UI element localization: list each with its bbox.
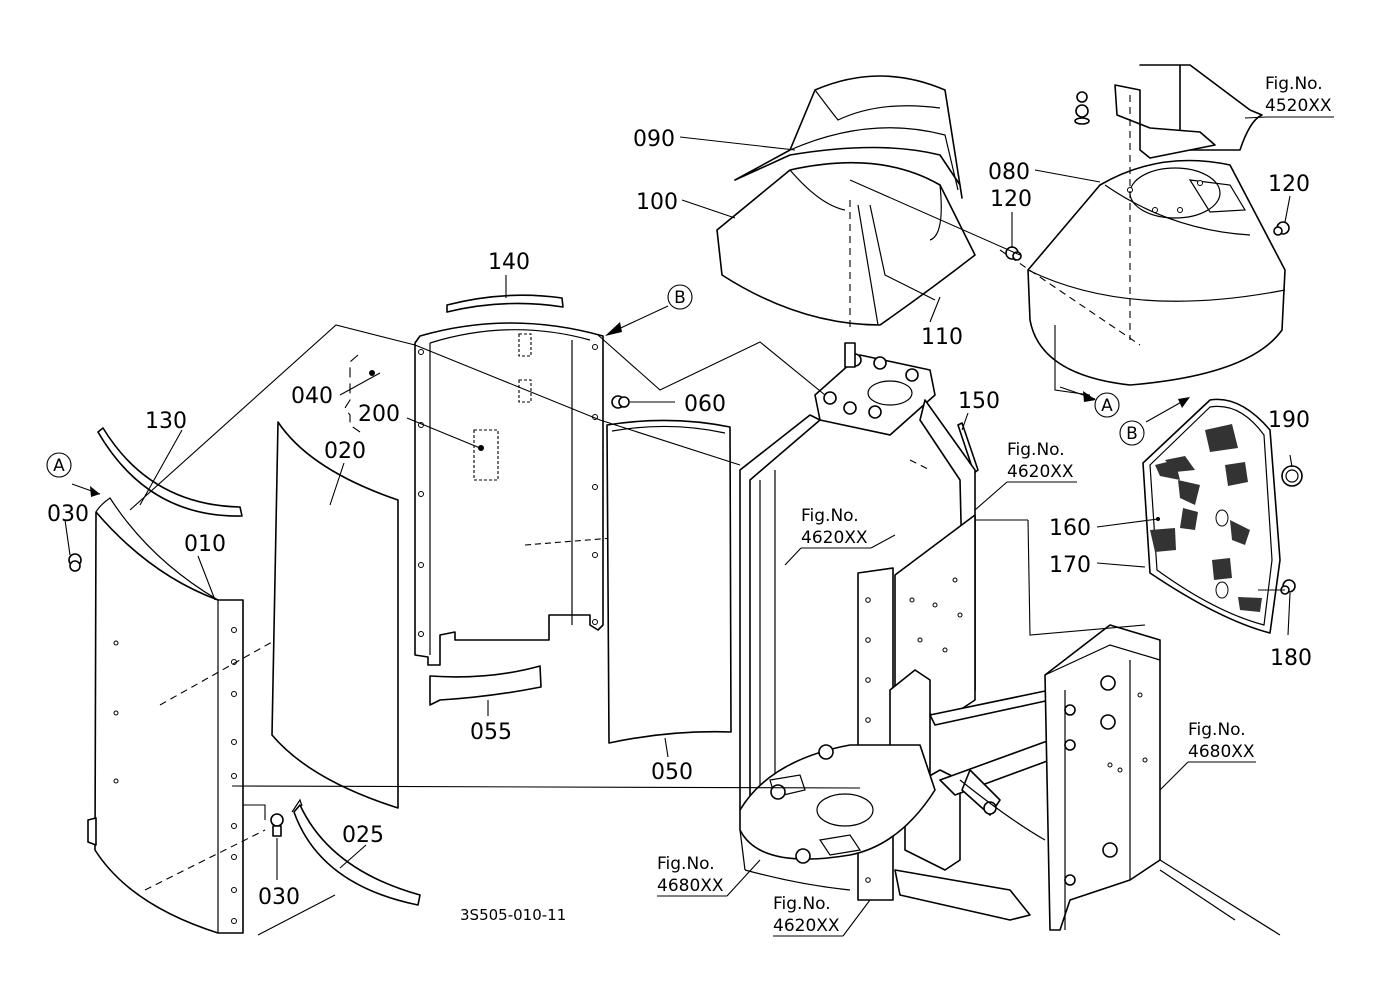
svg-text:B: B [1126, 424, 1138, 444]
part-label-010: 010 [184, 532, 226, 557]
part-label-160: 160 [1049, 516, 1091, 541]
fig-ref-4680-right[interactable]: Fig.No. 4680XX [1188, 720, 1255, 762]
cover-170 [1142, 398, 1281, 634]
strip-140 [446, 294, 564, 313]
fig-ref-4620-mid[interactable]: Fig.No. 4620XX [801, 506, 868, 548]
hood-090 [734, 75, 963, 199]
part-150 [957, 422, 979, 474]
drawing-code: 3S505-010-11 [460, 906, 566, 924]
hood-080 [999, 95, 1286, 386]
part-label-100: 100 [636, 190, 678, 215]
svg-text:Fig.No.: Fig.No. [657, 854, 715, 874]
svg-text:4620XX: 4620XX [801, 528, 868, 548]
svg-text:A: A [53, 456, 65, 476]
svg-text:A: A [1101, 396, 1113, 416]
part-label-055: 055 [470, 720, 512, 745]
fig-ref-4620-top[interactable]: Fig.No. 4620XX [1007, 440, 1074, 482]
part-label-190: 190 [1268, 408, 1310, 433]
part-label-120-right: 120 [1268, 172, 1310, 197]
grommet-190 [1281, 465, 1303, 487]
part-label-080: 080 [988, 160, 1030, 185]
part-label-030-left: 030 [47, 502, 89, 527]
view-marker-a-left: A [46, 452, 72, 478]
fig-ref-4680-bottom[interactable]: Fig.No. 4680XX [657, 854, 724, 896]
strip-055 [429, 665, 542, 706]
screw-030-bottom [270, 813, 284, 837]
svg-text:4620XX: 4620XX [773, 916, 840, 936]
screw-180 [1280, 579, 1296, 595]
cover-010 [87, 497, 321, 934]
center-frame [739, 342, 1051, 921]
svg-text:4680XX: 4680XX [657, 876, 724, 896]
svg-text:Fig.No.: Fig.No. [1265, 74, 1323, 94]
fig-ref-4520[interactable]: Fig.No. 4520XX [1265, 74, 1332, 116]
part-label-180: 180 [1270, 646, 1312, 671]
strip-025 [291, 798, 421, 906]
part-label-110: 110 [921, 325, 963, 350]
part-label-030-bottom: 030 [258, 885, 300, 910]
svg-text:4680XX: 4680XX [1188, 742, 1255, 762]
panel-050 [606, 419, 732, 744]
part-label-170: 170 [1049, 553, 1091, 578]
view-marker-b-top: B [667, 284, 693, 310]
svg-text:Fig.No.: Fig.No. [801, 506, 859, 526]
part-label-040: 040 [291, 384, 333, 409]
sheet-020 [271, 421, 399, 809]
view-marker-b-right: B [1119, 420, 1145, 446]
stand-4680 [1044, 624, 1281, 936]
part-label-090: 090 [633, 127, 675, 152]
fig-ref-4620-bottom[interactable]: Fig.No. 4620XX [773, 894, 840, 936]
part-label-120-left: 120 [990, 187, 1032, 212]
part-label-020: 020 [324, 439, 366, 464]
leader-lines [64, 116, 1334, 937]
strip-130 [97, 427, 243, 517]
part-label-130: 130 [145, 409, 187, 434]
hood-100 [716, 161, 976, 330]
part-label-140: 140 [488, 250, 530, 275]
svg-text:4620XX: 4620XX [1007, 462, 1074, 482]
pillar-4520 [1074, 64, 1263, 159]
part-label-200: 200 [358, 402, 400, 427]
part-label-050: 050 [651, 760, 693, 785]
part-label-150: 150 [958, 389, 1000, 414]
screw-060 [611, 395, 630, 409]
svg-text:Fig.No.: Fig.No. [1007, 440, 1065, 460]
part-label-060: 060 [684, 392, 726, 417]
screw-030-left [68, 553, 82, 572]
part-label-025: 025 [342, 823, 384, 848]
svg-text:B: B [674, 288, 686, 308]
svg-text:Fig.No.: Fig.No. [1188, 720, 1246, 740]
screw-120-left [1005, 246, 1022, 261]
view-marker-a-right: A [1094, 392, 1120, 418]
svg-text:Fig.No.: Fig.No. [773, 894, 831, 914]
svg-text:4520XX: 4520XX [1265, 96, 1332, 116]
screw-120-right [1273, 221, 1290, 236]
